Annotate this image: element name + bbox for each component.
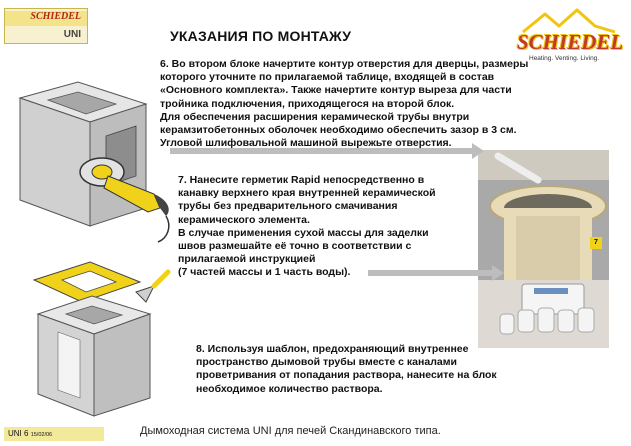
step-8-line: пространство дымовой трубы вместе с кана…: [196, 356, 457, 369]
footer-date: 15/02/06: [30, 432, 53, 438]
step-6-line: тройника подключения, приходящегося на в…: [160, 97, 455, 110]
footer-caption: Дымоходная система UNI для печей Скандин…: [140, 425, 441, 437]
badge-brand-text: SCHIEDEL: [5, 11, 87, 26]
step-8-line: проветривания от попадания раствора, нан…: [196, 369, 497, 382]
photo-number-badge: 7: [590, 237, 602, 249]
arrow-to-photo-top: [170, 143, 484, 159]
template-block-illustration: [32, 261, 171, 417]
step-7-line: трубы без предварительного смачивания: [178, 200, 398, 213]
step-7-line: швов размешайте её точно в соответствии …: [178, 240, 412, 253]
step-6-line: Угловой шлифовальной машиной вырежьте от…: [160, 137, 452, 150]
step-7-line: 7. Нанесите герметик Rapid непосредствен…: [178, 174, 425, 186]
step-6-line: которого уточните по прилагаемой таблице…: [160, 71, 495, 84]
step-7-line: канавку верхнего края внутренней керамич…: [178, 187, 436, 200]
page-title: УКАЗАНИЯ ПО МОНТАЖУ: [170, 28, 352, 44]
step-8-text: 8. Используя шаблон, предохраняющий внут…: [196, 343, 536, 396]
block-cutting-illustration: [18, 81, 170, 243]
step-7-line: (7 частей массы и 1 часть воды).: [178, 266, 351, 279]
step-6-line: Для обеспечения расширения керамической …: [160, 110, 470, 123]
step-7-line: керамического элемента.: [178, 213, 310, 226]
step-6-line: 6. Во втором блоке начертите контур отве…: [160, 58, 529, 70]
schiedel-logo: SCHIEDEL Heating. Venting. Living.: [515, 6, 625, 68]
step-7-text: 7. Нанесите герметик Rapid непосредствен…: [178, 174, 478, 280]
step-6-line: керамзитобетонных оболочек необходимо об…: [160, 124, 517, 137]
chimney-pipe-photo: [478, 150, 609, 348]
arrow-to-photo-bottom: [368, 265, 504, 281]
step-7-line: В случае применения сухой массы для заде…: [178, 226, 429, 239]
brand-badge: SCHIEDEL UNI: [4, 8, 88, 44]
footer-page-number: UNI 6: [8, 429, 29, 438]
step-8-line: необходимое количество раствора.: [196, 382, 383, 395]
sealant-application-photo: [478, 150, 609, 348]
step-6-text: 6. Во втором блоке начертите контур отве…: [160, 58, 560, 150]
step-7-line: прилагаемой инструкцией: [178, 253, 316, 266]
logo-tagline: Heating. Venting. Living.: [529, 55, 600, 62]
badge-model-text: UNI: [63, 29, 81, 40]
logo-wordmark: SCHIEDEL: [517, 30, 624, 54]
step-8-line: 8. Используя шаблон, предохраняющий внут…: [196, 343, 469, 355]
step-6-line: «Основного комплекта». Также начертите к…: [160, 84, 512, 97]
footer-page-ref: UNI 6 15/02/06: [4, 427, 104, 441]
roof-line-icon: [522, 8, 616, 34]
